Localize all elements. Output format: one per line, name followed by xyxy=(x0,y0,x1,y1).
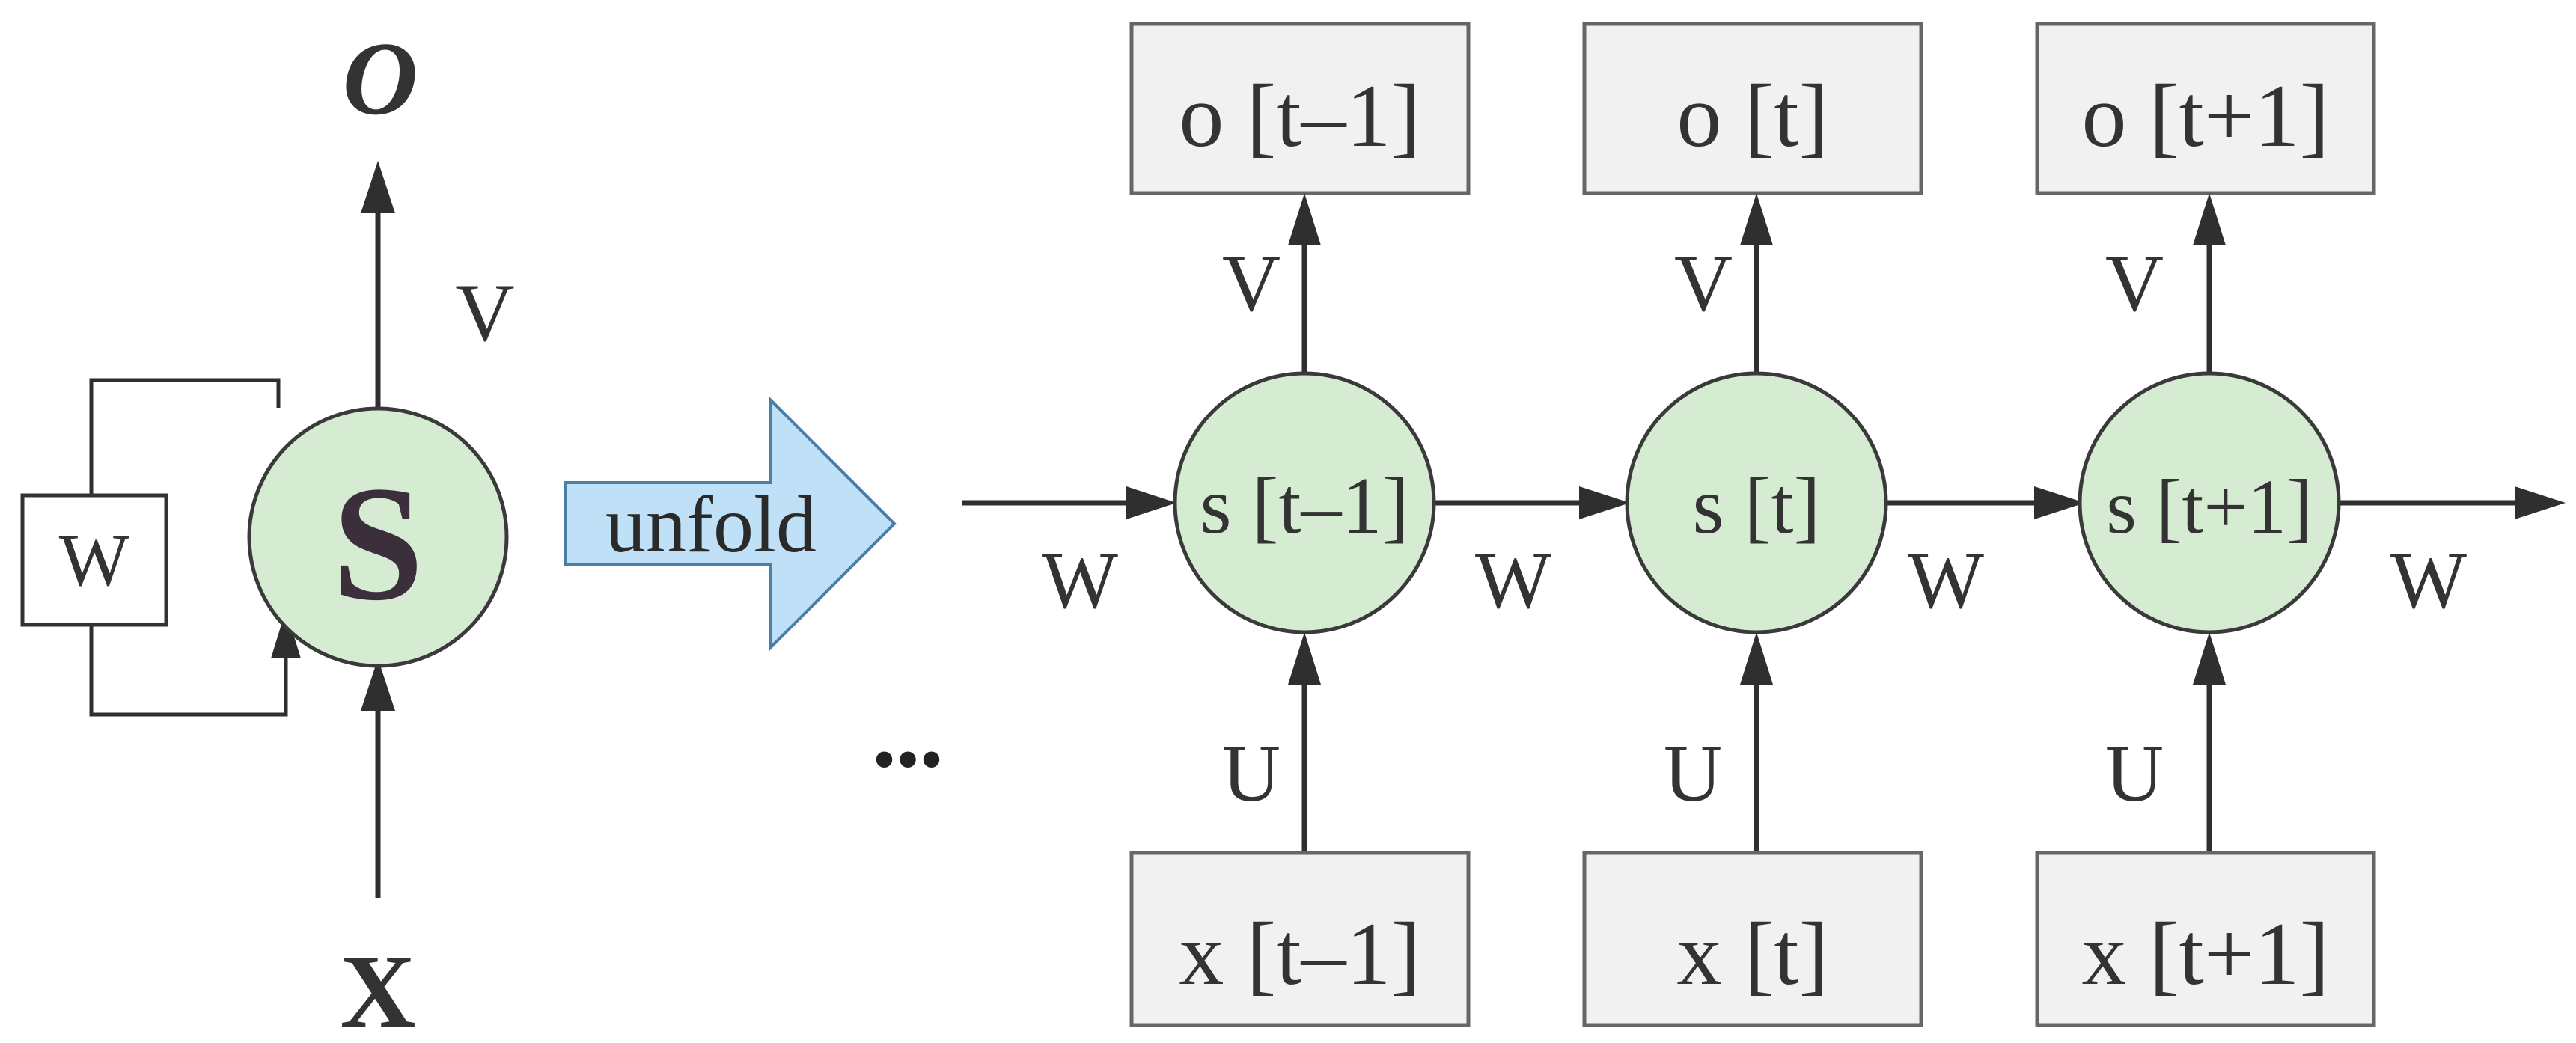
v-edge-arrowhead xyxy=(2193,193,2226,245)
w-label-incoming: W xyxy=(1042,536,1118,626)
folded-v-label: V xyxy=(455,267,514,358)
folded-loop-arrowhead xyxy=(271,610,301,658)
v-label: V xyxy=(2105,239,2164,328)
w-label: W xyxy=(2390,536,2467,626)
w-label: W xyxy=(1908,536,1984,626)
v-label: V xyxy=(1674,239,1733,328)
folded-input-label: X xyxy=(340,934,415,1043)
unfold-arrow: unfold xyxy=(564,397,897,651)
folded-state-label: S xyxy=(332,452,424,634)
u-edge-arrowhead xyxy=(1288,632,1321,685)
state-label: s [t+1] xyxy=(2106,464,2312,550)
u-label: U xyxy=(1222,730,1281,819)
input-label: x [t–1] xyxy=(1179,904,1420,1003)
w-edge-2-3-arrowhead xyxy=(2034,486,2085,519)
folded-state-node xyxy=(247,406,509,668)
ellipsis: ••• xyxy=(873,723,944,797)
u-label: U xyxy=(2105,730,2164,819)
output-label: o [t–1] xyxy=(1179,66,1420,165)
output-label: o [t+1] xyxy=(2082,66,2330,165)
u-label: U xyxy=(1664,730,1722,819)
output-box xyxy=(1582,22,1923,195)
input-label: x [t+1] xyxy=(2082,904,2330,1003)
input-label: x [t] xyxy=(1676,904,1828,1003)
v-label: V xyxy=(1222,239,1281,328)
time-step: o [t] V s [t] U x [t] W xyxy=(1582,22,1984,1027)
output-box xyxy=(1129,22,1471,195)
state-label: s [t] xyxy=(1693,462,1821,551)
state-label: s [t–1] xyxy=(1200,462,1409,551)
u-edge-arrowhead xyxy=(2193,632,2226,685)
u-edge-arrowhead xyxy=(1740,632,1773,685)
v-edge-arrowhead xyxy=(1288,193,1321,245)
w-edge-1-2-arrowhead xyxy=(1579,486,1630,519)
time-step: o [t–1] V s [t–1] U x [t–1] W xyxy=(1129,22,1551,1027)
folded-rnn: W S O V X xyxy=(20,21,515,1043)
w-edge-outgoing-arrowhead xyxy=(2515,486,2566,519)
unfold-arrow-shape xyxy=(564,397,897,651)
folded-output-arrowhead xyxy=(361,161,395,213)
unfold-arrow-label: unfold xyxy=(605,480,817,569)
folded-loop-edge xyxy=(89,378,288,717)
folded-input-arrowhead xyxy=(361,658,395,711)
output-box xyxy=(2035,22,2376,195)
v-edge-arrowhead xyxy=(1740,193,1773,245)
unfolded-rnn: W o [t–1] V s [t–1] U x [t–1] W o [t] V xyxy=(962,22,2566,1027)
folded-output-label: O xyxy=(342,21,418,137)
time-step: o [t+1] V s [t+1] U x [t+1] W xyxy=(2035,22,2467,1027)
w-edge-incoming-arrowhead xyxy=(1126,486,1176,519)
input-box xyxy=(2035,851,2376,1027)
folded-w-box xyxy=(20,493,168,627)
input-box xyxy=(1582,851,1923,1027)
folded-w-label: W xyxy=(59,519,130,602)
w-label: W xyxy=(1475,536,1551,626)
output-label: o [t] xyxy=(1676,66,1828,165)
input-box xyxy=(1129,851,1471,1027)
